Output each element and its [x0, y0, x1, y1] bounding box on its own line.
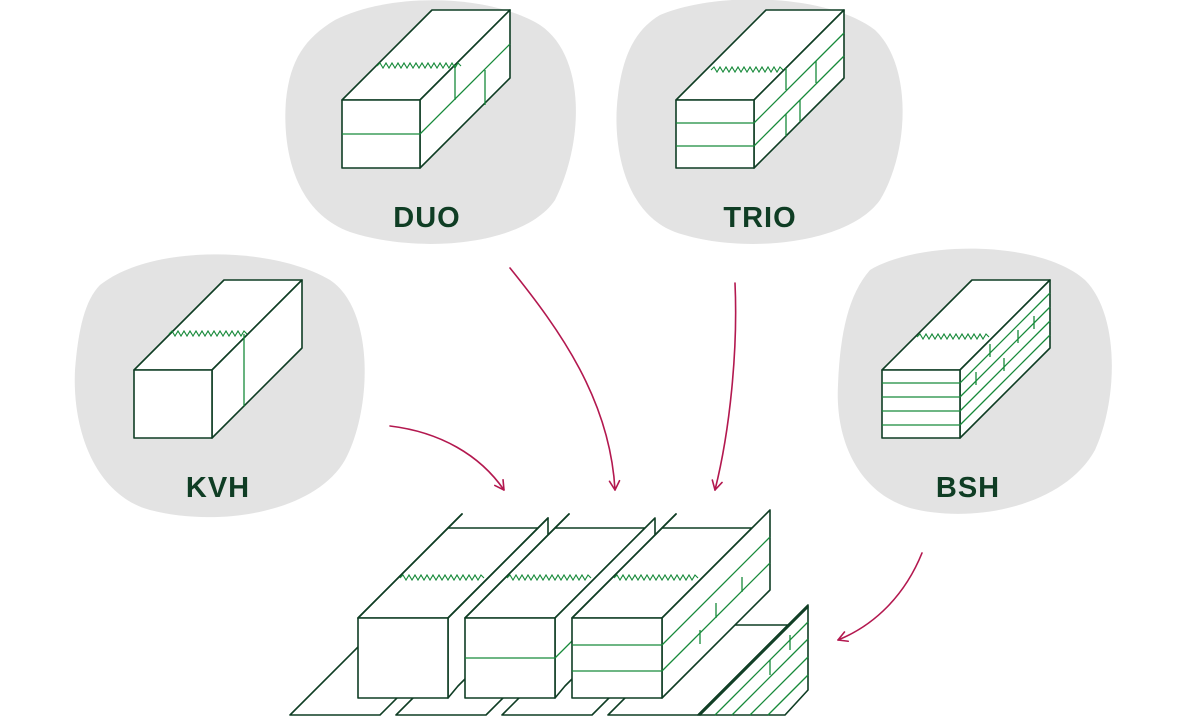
node-duo: DUO: [285, 0, 576, 244]
stack-top-edge: [571, 513, 677, 619]
glued-timber-beam-icon: [881, 279, 1051, 439]
node-label-trio: TRIO: [723, 202, 796, 234]
stack-top-edge: [464, 513, 570, 619]
arrow-duo-to-stack: [509, 267, 621, 491]
glued-timber-beam-icon: [341, 9, 511, 169]
node-label-duo: DUO: [393, 202, 460, 234]
arrow-bsh-to-stack: [837, 552, 923, 643]
node-label-bsh: BSH: [936, 472, 1000, 504]
timber-beam-stack-icon: [289, 509, 809, 716]
node-trio: TRIO: [616, 0, 903, 244]
node-label-kvh: KVH: [186, 472, 250, 504]
stack-top-edge: [357, 513, 463, 619]
node-bsh: BSH: [837, 248, 1112, 514]
node-kvh: KVH: [74, 254, 365, 518]
arrow-trio-to-stack: [711, 282, 737, 491]
arrow-kvh-to-stack: [389, 425, 505, 491]
glued-timber-beam-icon: [133, 279, 303, 439]
stack-beam-trio: [571, 509, 771, 699]
glued-timber-beam-icon: [675, 9, 845, 169]
